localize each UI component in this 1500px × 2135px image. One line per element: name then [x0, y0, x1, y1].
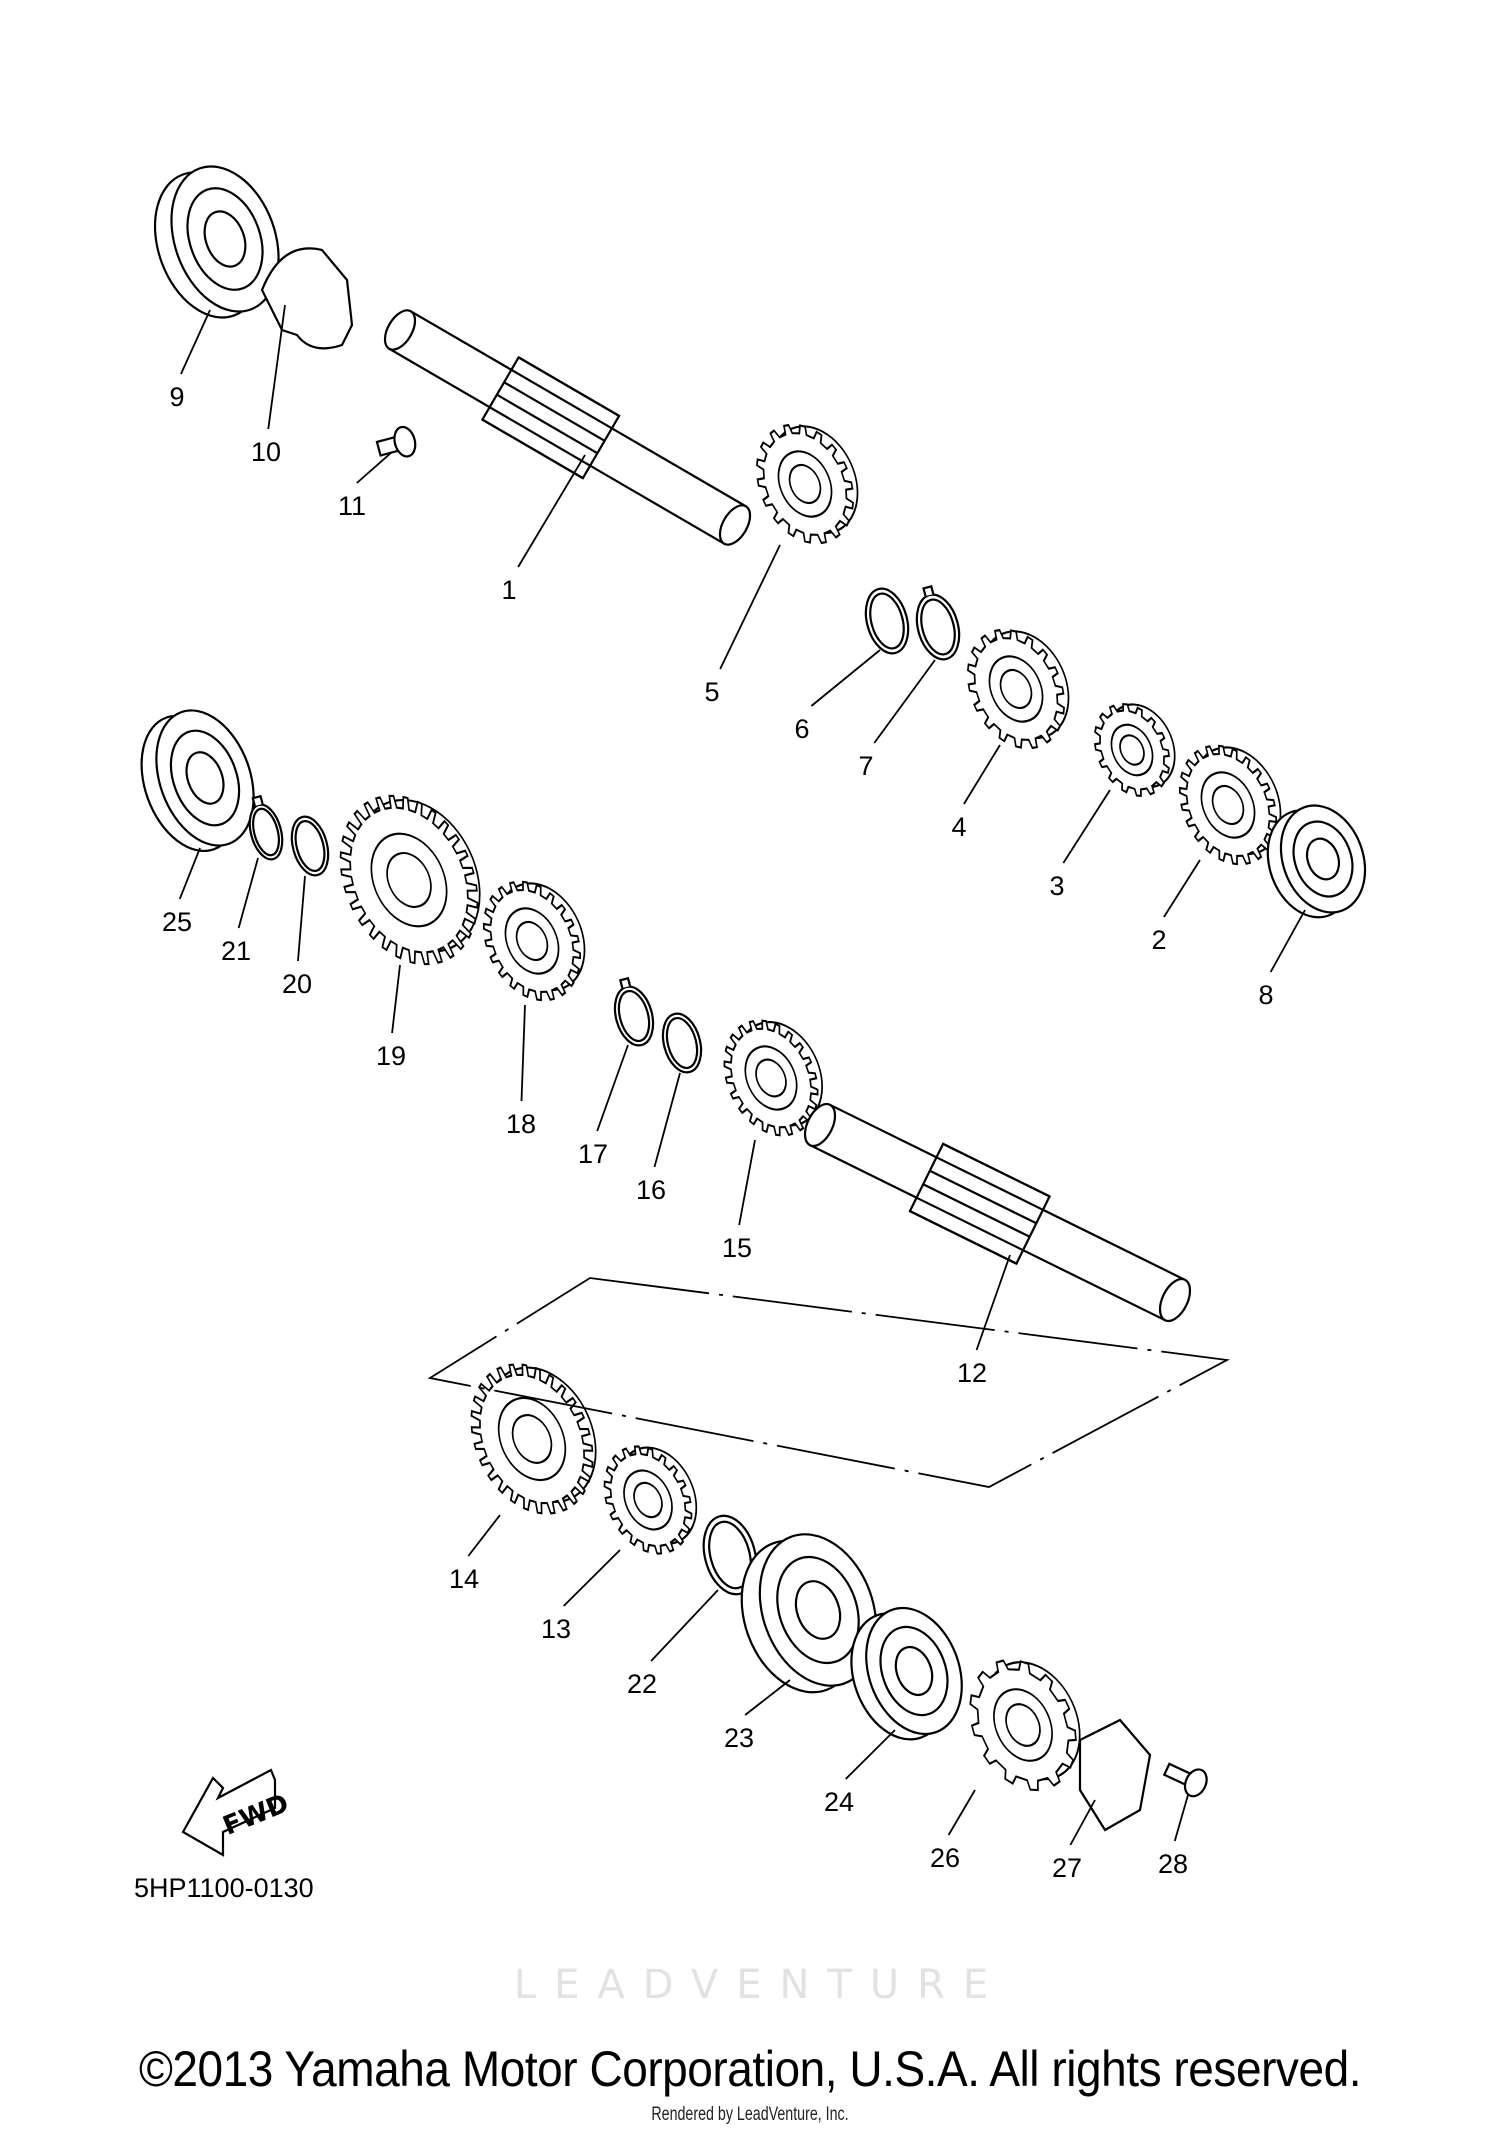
leader-line-13 — [563, 1549, 621, 1607]
bearing-24 — [850, 1606, 963, 1741]
callout-25[interactable]: 25 — [162, 907, 192, 937]
callout-labels: 1234567891011121314151617181920212223242… — [162, 382, 1274, 1883]
callout-18[interactable]: 18 — [506, 1109, 536, 1139]
circlip-21 — [248, 794, 284, 861]
copyright-notice: ©2013 Yamaha Motor Corporation, U.S.A. A… — [138, 2041, 1362, 2097]
callout-14[interactable]: 14 — [449, 1564, 479, 1594]
bearing-9 — [153, 165, 280, 319]
leader-line-25 — [178, 847, 201, 900]
gear-14 — [470, 1363, 597, 1515]
rendered-by-notice: Rendered by LeadVenture, Inc. — [651, 2104, 849, 2125]
leader-line-22 — [650, 1589, 719, 1662]
drawing-code: 5HP1100-0130 — [134, 1873, 314, 1903]
callout-23[interactable]: 23 — [724, 1723, 754, 1753]
leader-line-14 — [467, 1514, 501, 1557]
leader-line-28 — [1173, 1794, 1189, 1842]
leader-line-18 — [520, 1004, 526, 1102]
gear-18 — [482, 880, 586, 1002]
callout-26[interactable]: 26 — [930, 1843, 960, 1873]
bearing-25 — [140, 709, 255, 853]
leader-line-12 — [975, 1254, 1011, 1351]
callout-21[interactable]: 21 — [221, 936, 251, 966]
bracket-10 — [260, 247, 354, 350]
leader-line-7 — [873, 659, 936, 744]
leader-line-10 — [267, 304, 286, 430]
callout-15[interactable]: 15 — [722, 1233, 752, 1263]
callout-17[interactable]: 17 — [578, 1139, 608, 1169]
gear-4 — [966, 628, 1070, 750]
group-bracket — [427, 1277, 1230, 1488]
leader-line-23 — [744, 1679, 791, 1716]
drive-axle-12 — [803, 1102, 1192, 1323]
washer-22 — [702, 1514, 758, 1596]
washer-16 — [661, 1012, 703, 1074]
leader-line-15 — [738, 1139, 756, 1226]
callout-22[interactable]: 22 — [627, 1669, 657, 1699]
leader-line-16 — [653, 1072, 681, 1168]
gear-19 — [339, 794, 481, 966]
sprocket-26 — [969, 1659, 1081, 1792]
gear-2 — [1178, 744, 1282, 866]
fwd-arrow-icon: FWD — [181, 1768, 293, 1857]
leader-lines — [178, 304, 1306, 1846]
callout-9[interactable]: 9 — [169, 382, 184, 412]
callout-7[interactable]: 7 — [858, 751, 873, 781]
leader-line-5 — [719, 544, 781, 670]
callout-28[interactable]: 28 — [1158, 1849, 1188, 1879]
parts-layer — [140, 165, 1367, 1832]
leader-line-26 — [947, 1789, 976, 1836]
callout-27[interactable]: 27 — [1052, 1853, 1082, 1883]
callout-20[interactable]: 20 — [282, 969, 312, 999]
callout-3[interactable]: 3 — [1049, 871, 1064, 901]
leader-line-17 — [596, 1044, 629, 1132]
bearing-8 — [1266, 804, 1367, 919]
callout-4[interactable]: 4 — [951, 812, 966, 842]
gear-15 — [723, 1019, 823, 1137]
callout-24[interactable]: 24 — [824, 1787, 854, 1817]
callout-1[interactable]: 1 — [501, 575, 516, 605]
lock-washer-27 — [1078, 1718, 1152, 1832]
callout-13[interactable]: 13 — [541, 1614, 571, 1644]
leader-line-9 — [180, 309, 211, 375]
leader-line-1 — [517, 454, 586, 568]
callout-5[interactable]: 5 — [704, 677, 719, 707]
leader-line-3 — [1062, 789, 1111, 864]
callout-16[interactable]: 16 — [636, 1175, 666, 1205]
watermark: LEADVENTURE — [514, 1962, 1006, 2008]
leader-line-24 — [845, 1729, 896, 1780]
leader-line-2 — [1163, 859, 1201, 918]
leader-line-21 — [237, 857, 259, 929]
bolt-28 — [1162, 1762, 1208, 1798]
washer-20 — [290, 815, 330, 877]
callout-2[interactable]: 2 — [1151, 925, 1166, 955]
circlip-7 — [915, 585, 961, 661]
bolt-11 — [375, 425, 417, 458]
gear-5 — [755, 423, 859, 545]
callout-19[interactable]: 19 — [376, 1041, 406, 1071]
leader-line-8 — [1269, 909, 1306, 973]
gear-3 — [1094, 702, 1176, 798]
leader-line-19 — [391, 964, 401, 1034]
leader-line-27 — [1069, 1799, 1096, 1846]
callout-6[interactable]: 6 — [794, 714, 809, 744]
gear-13 — [603, 1445, 698, 1555]
main-shaft-1 — [383, 309, 752, 546]
callout-12[interactable]: 12 — [957, 1358, 987, 1388]
leader-line-6 — [810, 649, 881, 707]
callout-10[interactable]: 10 — [251, 437, 281, 467]
circlip-17 — [613, 976, 655, 1047]
leader-line-11 — [356, 451, 393, 484]
bearing-23 — [740, 1533, 878, 1694]
leader-line-20 — [297, 875, 306, 962]
washer-6 — [864, 587, 910, 655]
callout-8[interactable]: 8 — [1258, 980, 1273, 1010]
leader-line-4 — [963, 744, 1001, 805]
callout-11[interactable]: 11 — [338, 491, 366, 521]
